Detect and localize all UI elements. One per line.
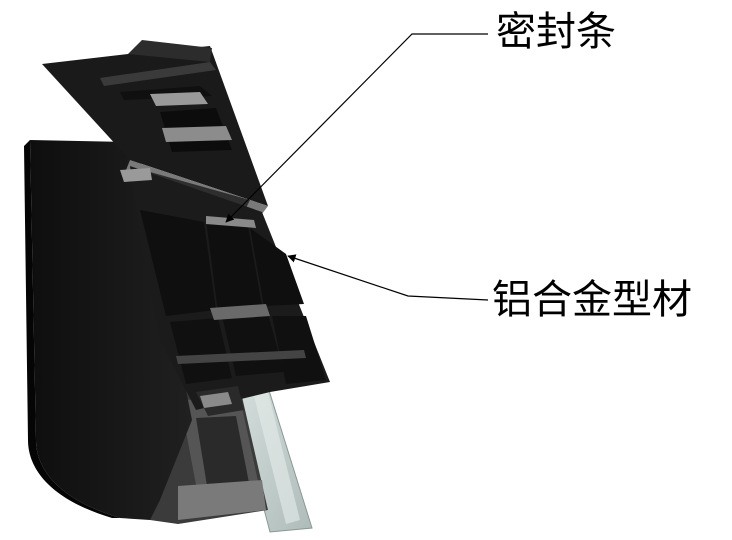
aluminum-profile xyxy=(120,166,330,416)
seal-strip-label: 密封条 xyxy=(496,9,616,55)
leader-aluminum-profile xyxy=(287,254,489,301)
upper-sash-profile xyxy=(42,40,268,214)
leader-seal-strip xyxy=(225,33,488,223)
aluminum-profile-label: 铝合金型材 xyxy=(492,277,692,323)
